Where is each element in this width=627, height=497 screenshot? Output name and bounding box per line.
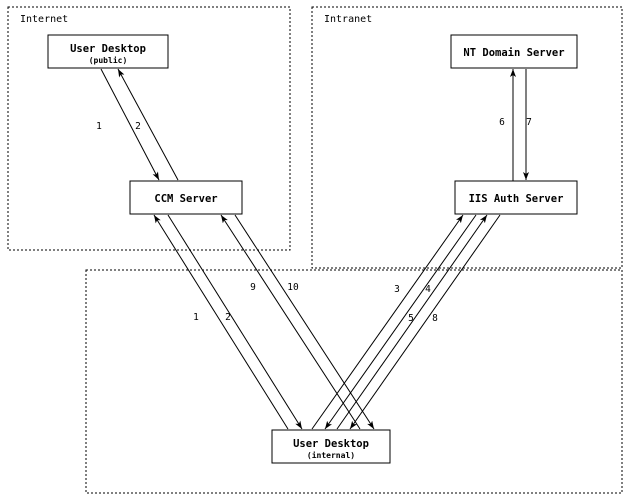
zone-internal-lan-boundary bbox=[85, 269, 623, 494]
flow-line-1-public bbox=[100, 68, 160, 181]
flow-step-label-7: 7 bbox=[526, 117, 532, 128]
zone-boundaries bbox=[7, 6, 623, 494]
flow-line-1-internal bbox=[153, 214, 289, 430]
zone-intranet-boundary bbox=[311, 6, 623, 269]
flow-line-10 bbox=[234, 214, 375, 430]
flow-step-label-6: 6 bbox=[499, 117, 505, 128]
flow-step-label-2-public: 2 bbox=[135, 121, 141, 132]
node-user-desktop-internal[interactable]: User Desktop (internal) bbox=[271, 429, 391, 464]
zone-internet-boundary bbox=[7, 6, 291, 251]
node-ccm-server[interactable]: CCM Server bbox=[129, 180, 243, 215]
flow-step-label-3: 3 bbox=[394, 284, 400, 295]
node-sublabel-user-desktop-public: (public) bbox=[89, 55, 128, 65]
flow-step-label-9: 9 bbox=[250, 282, 256, 293]
flow-line-2-internal bbox=[167, 214, 303, 430]
zone-label-internet: Internet bbox=[20, 14, 68, 25]
node-box-nt-domain-server[interactable] bbox=[450, 34, 578, 69]
node-label-nt-domain-server: NT Domain Server bbox=[463, 47, 564, 59]
flow-line-8 bbox=[349, 214, 501, 430]
flow-line-9 bbox=[220, 214, 361, 430]
node-sublabel-user-desktop-internal: (internal) bbox=[307, 450, 355, 460]
node-box-user-desktop-internal[interactable] bbox=[271, 429, 391, 464]
flow-step-label-4: 4 bbox=[425, 284, 431, 295]
node-box-user-desktop-public[interactable] bbox=[47, 34, 169, 69]
node-iis-auth-server[interactable]: IIS Auth Server bbox=[454, 180, 578, 215]
node-user-desktop-public[interactable]: User Desktop (public) bbox=[47, 34, 169, 69]
node-label-user-desktop-public: User Desktop bbox=[70, 43, 146, 55]
flow-step-label-1-public: 1 bbox=[96, 121, 102, 132]
flow-lines bbox=[100, 68, 529, 430]
flow-step-labels: 1 2 1 2 3 4 5 6 7 8 9 10 bbox=[96, 117, 532, 324]
flow-step-label-8: 8 bbox=[432, 313, 438, 324]
flow-step-label-10: 10 bbox=[287, 282, 299, 293]
node-box-ccm-server[interactable] bbox=[129, 180, 243, 215]
node-label-user-desktop-internal: User Desktop bbox=[293, 438, 369, 450]
node-nt-domain-server[interactable]: NT Domain Server bbox=[450, 34, 578, 69]
flow-line-5 bbox=[336, 214, 488, 430]
flow-line-2-public bbox=[117, 68, 179, 181]
node-box-iis-auth-server[interactable] bbox=[454, 180, 578, 215]
flow-line-3 bbox=[311, 214, 464, 430]
node-label-iis-auth-server: IIS Auth Server bbox=[469, 193, 564, 205]
flow-line-4 bbox=[324, 214, 477, 430]
flow-step-label-1-internal: 1 bbox=[193, 312, 199, 323]
flow-step-label-5: 5 bbox=[408, 313, 414, 324]
flow-step-label-2-internal: 2 bbox=[225, 312, 231, 323]
zone-label-intranet: Intranet bbox=[324, 14, 372, 25]
node-label-ccm-server: CCM Server bbox=[154, 193, 217, 205]
